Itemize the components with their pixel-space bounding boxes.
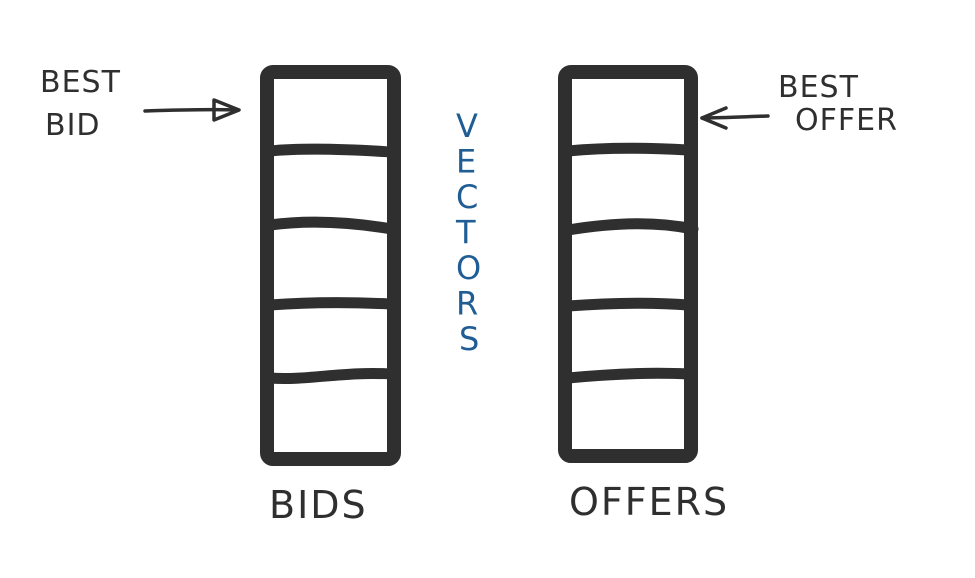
best-bid-arrow-head-icon	[212, 98, 241, 122]
vectors-letter: T	[455, 214, 476, 252]
vectors-letter: E	[456, 143, 476, 181]
vectors-letter: S	[459, 320, 479, 358]
bids-vector: BIDS	[260, 65, 401, 527]
offers-row-divider	[562, 218, 699, 236]
vectors-letter: C	[456, 178, 478, 216]
best-bid-arrow-shaft	[143, 107, 240, 113]
best-offer-annotation: BEST OFFER	[700, 70, 898, 138]
bids-row-divider	[264, 297, 397, 311]
best-bid-line-2: BID	[45, 108, 101, 143]
offers-row-divider	[562, 142, 694, 157]
best-offer-line-2: OFFER	[795, 103, 898, 138]
bids-label: BIDS	[269, 483, 368, 527]
vectors-letter: R	[456, 285, 478, 323]
best-offer-arrow-head-icon	[700, 106, 728, 130]
offers-vector: OFFERS	[558, 65, 729, 524]
bids-row-divider	[264, 143, 397, 158]
best-bid-line-1: BEST	[40, 65, 121, 100]
offers-row-divider	[562, 297, 694, 312]
bids-row-divider	[264, 216, 398, 235]
best-bid-annotation: BEST BID	[40, 65, 241, 143]
offers-row-divider	[562, 367, 694, 384]
bids-frame	[260, 65, 401, 466]
bids-row-divider	[264, 367, 397, 385]
best-offer-line-1: BEST	[778, 70, 859, 105]
vectors-letter: O	[456, 249, 481, 287]
vectors-letter: V	[456, 107, 478, 145]
offers-frame	[558, 65, 698, 463]
offers-label: OFFERS	[569, 480, 729, 524]
best-offer-arrow-shaft	[700, 114, 770, 120]
